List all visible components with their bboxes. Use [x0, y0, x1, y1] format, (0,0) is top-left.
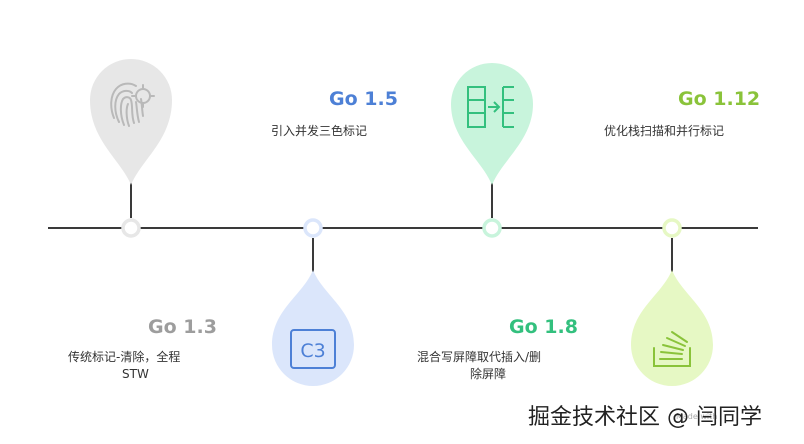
desc-go18-line2: 除屏障 — [470, 367, 507, 381]
pin-go112 — [631, 270, 713, 386]
version-go18: Go 1.8 — [509, 316, 578, 338]
version-go15: Go 1.5 — [329, 88, 398, 110]
desc-go18: 混合写屏障取代插入/删 除屏障 — [417, 349, 541, 383]
node-go13 — [121, 218, 141, 238]
fingerprint-target-icon — [110, 82, 155, 127]
desc-go18-line1: 混合写屏障取代插入/删 — [417, 350, 542, 364]
c3-box-icon: C3 — [290, 329, 336, 369]
event-go13 — [90, 59, 172, 238]
event-go15: C3 — [272, 218, 354, 387]
node-go18 — [482, 218, 502, 238]
desc-go112-line1: 优化栈扫描和并行标记 — [604, 124, 725, 138]
watermark: 掘金技术社区 @ 闫同学 — [528, 405, 762, 430]
desc-go13-line2: STW — [122, 367, 149, 381]
desc-go13-line1: 传统标记-清除，全程 — [68, 350, 181, 364]
stack-overflow-icon — [653, 331, 691, 367]
node-go15 — [303, 218, 323, 238]
desc-go13: 传统标记-清除，全程 STW — [68, 349, 180, 383]
pin-go15 — [272, 270, 354, 387]
watermark-sub: Made with — [676, 412, 718, 421]
event-go112 — [631, 218, 713, 386]
desc-go15-line1: 引入并发三色标记 — [271, 124, 368, 138]
version-go112: Go 1.12 — [678, 88, 761, 110]
c3-box-text: C3 — [300, 340, 325, 362]
column-arrow-icon — [467, 86, 514, 128]
version-go13: Go 1.3 — [148, 316, 217, 338]
node-go112 — [662, 218, 682, 238]
pin-go18 — [450, 62, 534, 185]
desc-go15: 引入并发三色标记 — [271, 123, 367, 140]
desc-go112: 优化栈扫描和并行标记 — [604, 123, 724, 140]
pin-go13 — [90, 59, 172, 185]
event-go18 — [450, 62, 534, 238]
